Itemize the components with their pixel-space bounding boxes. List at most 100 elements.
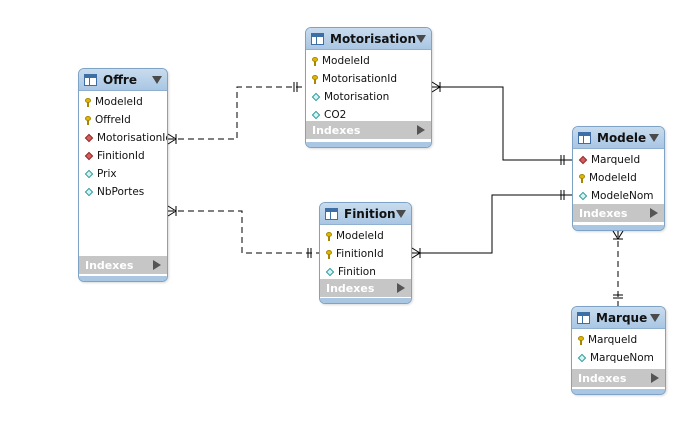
expand-arrow-icon[interactable] [397,283,405,293]
indexes-section[interactable]: Indexes [320,279,411,297]
primary-key-icon [326,249,332,259]
relationship-offre-finition [168,210,319,254]
expand-arrow-icon[interactable] [650,208,658,218]
table-bottom-bar [79,276,167,281]
table-header[interactable]: Finition [320,203,411,225]
primary-key-icon [312,56,318,66]
column-row[interactable]: MarqueId [572,331,665,349]
column-row[interactable]: OffreId [79,111,167,129]
column-name: ModeleNom [591,190,654,202]
column-row[interactable]: ModeleId [320,227,411,245]
column-name: FinitionId [336,248,384,260]
attribute-icon [578,191,588,201]
column-row[interactable]: Prix [79,165,167,183]
column-row[interactable]: ModeleId [573,169,664,187]
primary-key-icon [85,115,91,125]
column-row[interactable]: FinitionId [79,147,167,165]
attribute-icon [84,169,94,179]
indexes-section[interactable]: Indexes [572,369,665,387]
column-row[interactable]: ModeleNom [573,187,664,205]
indexes-label: Indexes [326,281,375,295]
relationship-motorisation-modele [432,86,572,161]
table-bottom-bar [573,225,664,230]
collapse-arrow-icon[interactable] [649,133,659,142]
foreign-key-icon [578,155,588,165]
column-row[interactable]: MotorisationId [79,129,167,147]
column-name: ModeleId [589,172,637,184]
indexes-label: Indexes [579,206,628,220]
table-header[interactable]: Motorisation [306,28,431,50]
collapse-arrow-icon[interactable] [152,75,162,84]
collapse-arrow-icon[interactable] [396,209,406,218]
relationship-offre-motorisation [168,86,305,140]
crows-foot-marker [617,230,624,240]
crows-foot-marker [411,247,421,254]
column-row[interactable]: MarqueNom [572,349,665,367]
expand-arrow-icon[interactable] [651,373,659,383]
column-row[interactable]: ModeleId [79,93,167,111]
column-row[interactable]: Finition [320,263,411,281]
crows-foot-marker [167,205,177,212]
column-name: ModeleId [95,96,143,108]
attribute-icon [311,92,321,102]
primary-key-icon [312,74,318,84]
column-name: Finition [338,266,376,278]
foreign-key-icon [84,133,94,143]
column-row[interactable]: CO2 [306,106,431,124]
table-icon [578,131,591,144]
column-name: NbPortes [97,186,145,198]
table-header[interactable]: Marque [572,307,665,329]
table-title: Motorisation [330,31,417,46]
crows-foot-marker [431,86,441,93]
table-header[interactable]: Modele [573,127,664,149]
table-icon [577,311,590,324]
indexes-label: Indexes [85,258,134,272]
column-row[interactable]: ModeleId [306,52,431,70]
column-name: MotorisationId [97,132,168,144]
indexes-section[interactable]: Indexes [573,204,664,222]
collapse-arrow-icon[interactable] [416,34,427,43]
column-row[interactable]: NbPortes [79,183,167,201]
column-name: Motorisation [324,91,390,103]
primary-key-icon [579,173,585,183]
column-row[interactable]: Motorisation [306,88,431,106]
indexes-section[interactable]: Indexes [306,121,431,139]
column-row[interactable]: MarqueId [573,151,664,169]
expand-arrow-icon[interactable] [417,125,425,135]
table-icon [325,207,338,220]
column-name: CO2 [324,109,347,121]
table-bottom-bar [320,298,411,303]
column-name: MotorisationId [322,73,398,85]
crows-foot-marker [167,210,177,217]
crows-foot-marker [431,81,441,88]
crows-foot-marker [167,138,177,145]
column-row[interactable]: MotorisationId [306,70,431,88]
column-name: ModeleId [322,55,370,67]
primary-key-icon [326,231,332,241]
table-title: Marque [596,310,648,325]
table-header[interactable]: Offre [79,69,167,91]
column-name: ModeleId [336,230,384,242]
attribute-icon [84,187,94,197]
indexes-label: Indexes [312,123,361,137]
indexes-section[interactable]: Indexes [79,256,167,274]
collapse-arrow-icon[interactable] [650,313,660,322]
relationship-finition-modele [412,194,572,254]
expand-arrow-icon[interactable] [153,260,161,270]
attribute-icon [311,110,321,120]
column-row[interactable]: FinitionId [320,245,411,263]
crows-foot-marker [167,133,177,140]
table-title: Modele [597,130,647,145]
primary-key-icon [85,97,91,107]
